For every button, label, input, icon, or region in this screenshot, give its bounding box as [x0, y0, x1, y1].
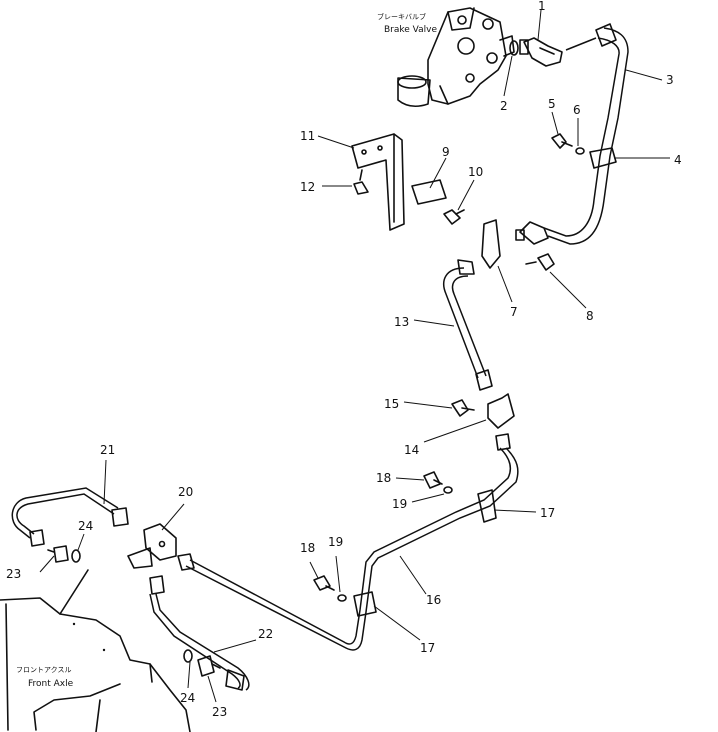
tube-13: [443, 259, 493, 391]
callout-1: 1: [538, 0, 546, 13]
callout-21: 21: [100, 443, 115, 457]
bracket-14: [487, 393, 515, 429]
bolt-10: [443, 209, 465, 225]
elbow-fitting-1: [519, 37, 563, 67]
callout-7: 7: [510, 305, 518, 319]
bracket-7: [481, 219, 501, 269]
leader-lines: [39, 9, 670, 703]
callout-12: 12: [300, 180, 315, 194]
callout-16: 16: [426, 593, 441, 607]
front-axle: [0, 569, 191, 732]
bolt-12: [353, 169, 369, 195]
callouts: 1 2 3 4 5 6 7 8 9 10 11 12 13 14 15 16 1…: [6, 0, 682, 719]
o-ring-24-left: [71, 549, 81, 563]
callout-10: 10: [468, 165, 483, 179]
washer-6: [575, 147, 585, 155]
callout-8: 8: [586, 309, 594, 323]
clamp-17-upper: [477, 489, 497, 523]
callout-24-left: 24: [78, 519, 93, 533]
callout-5: 5: [548, 97, 556, 111]
brake-valve-label-jp: ブレーキバルブ: [377, 12, 426, 21]
bolt-5: [551, 133, 573, 149]
callout-19-upper: 19: [392, 497, 407, 511]
bracket-20: [127, 523, 177, 569]
bolt-15: [451, 399, 475, 417]
tube-22: [149, 575, 250, 691]
brake-valve: [397, 7, 515, 108]
callout-4: 4: [674, 153, 682, 167]
callout-9: 9: [442, 145, 450, 159]
front-axle-label-jp: フロントアクスル: [16, 666, 71, 674]
fitting-23-left: [47, 545, 69, 563]
bolt-8: [525, 253, 555, 271]
bolt-18-lower: [313, 575, 335, 591]
callout-13: 13: [394, 315, 409, 329]
tube-16: [177, 433, 519, 651]
callout-17-upper: 17: [540, 506, 555, 520]
clamp-4: [589, 147, 617, 169]
front-axle-label: Front Axle: [28, 679, 74, 689]
callout-24-lower: 24: [180, 691, 195, 705]
callout-22: 22: [258, 627, 273, 641]
callout-11: 11: [300, 129, 315, 143]
o-ring-2: [509, 40, 519, 56]
callout-23-left: 23: [6, 567, 21, 581]
fitting-23-lower: [197, 655, 221, 677]
washer-19-upper: [443, 486, 453, 494]
callout-14: 14: [404, 443, 419, 457]
bolt-18-upper: [423, 471, 443, 489]
callout-15: 15: [384, 397, 399, 411]
callout-18-lower: 18: [300, 541, 315, 555]
callout-2: 2: [500, 99, 508, 113]
callout-20: 20: [178, 485, 193, 499]
callout-17-lower: 17: [420, 641, 435, 655]
callout-6: 6: [573, 103, 581, 117]
brake-valve-label: Brake Valve: [384, 25, 437, 35]
callout-18-upper: 18: [376, 471, 391, 485]
bracket-11: [351, 133, 405, 231]
washer-19-lower: [337, 594, 347, 602]
tube-3: [515, 23, 629, 245]
callout-23-lower: 23: [212, 705, 227, 719]
clamp-17-lower: [353, 591, 377, 617]
callout-3: 3: [666, 73, 674, 87]
callout-19-lower: 19: [328, 535, 343, 549]
plate-9: [411, 179, 447, 205]
tube-21: [11, 487, 129, 547]
o-ring-24-lower: [183, 649, 193, 663]
